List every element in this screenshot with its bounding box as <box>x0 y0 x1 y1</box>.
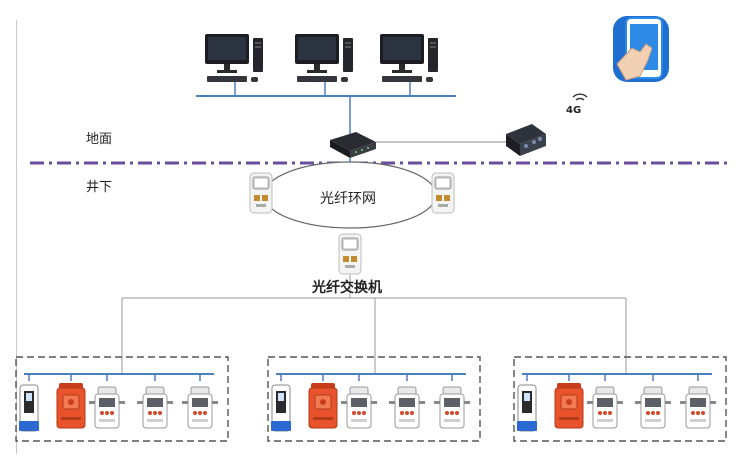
substation-group-3 <box>514 357 726 441</box>
4g-signal-icon <box>572 93 588 101</box>
4g-gateway-icon[interactable] <box>506 124 546 156</box>
desktop-computer-icon[interactable] <box>205 34 263 82</box>
fiber-switch-label: 光纤交换机 <box>312 280 382 296</box>
distribution-tree <box>121 275 627 374</box>
mobile-touch-icon[interactable] <box>613 16 669 82</box>
substation-group-2 <box>268 357 480 441</box>
ring-network-switch-icon[interactable] <box>338 233 362 275</box>
desktop-computer-icon[interactable] <box>380 34 438 82</box>
page-frame <box>16 20 737 454</box>
surface-workstations <box>205 34 438 82</box>
underground-label: 井下 <box>86 180 113 195</box>
fiber-ring-label: 光纤环网 <box>320 191 376 207</box>
surface-lan <box>196 82 456 134</box>
ring-network-switch-icon[interactable] <box>249 172 273 214</box>
desktop-computer-icon[interactable] <box>295 34 353 82</box>
lte-label: 4G <box>566 105 582 116</box>
surface-label: 地面 <box>86 132 113 147</box>
network-router-icon[interactable] <box>330 132 376 158</box>
ring-network-switch-icon[interactable] <box>431 172 455 214</box>
